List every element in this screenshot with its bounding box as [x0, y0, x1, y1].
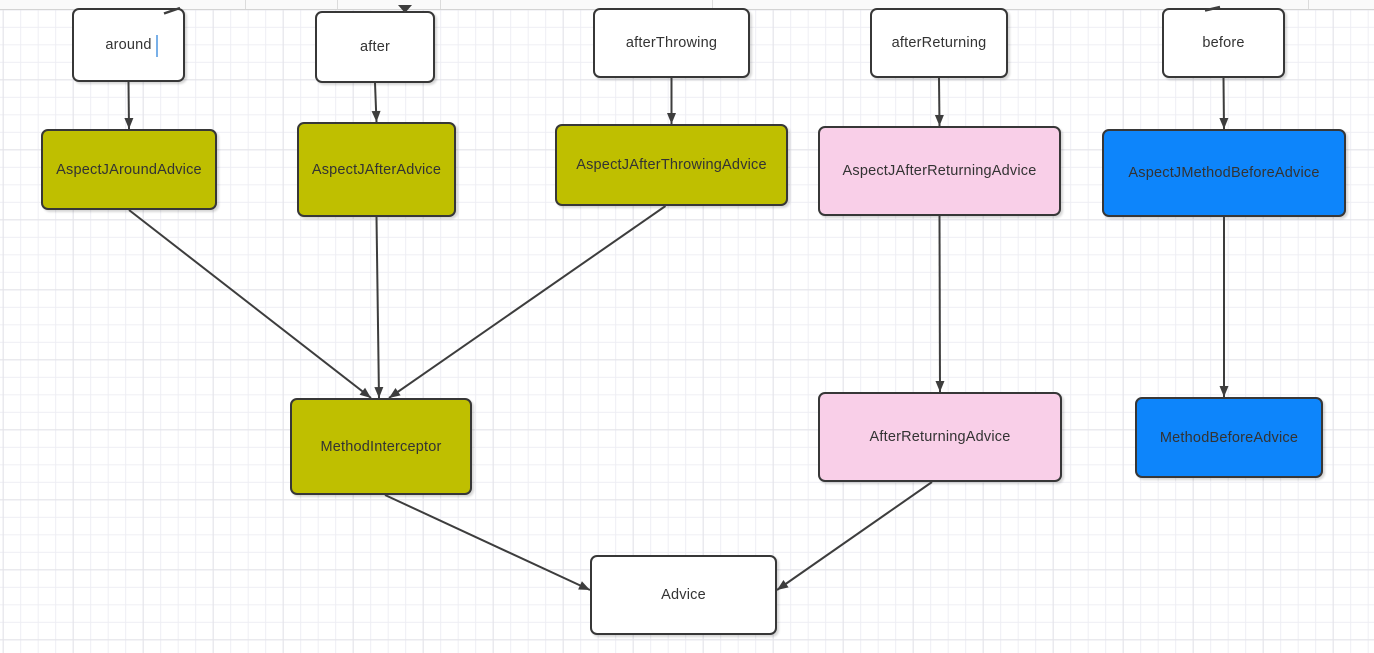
node-after[interactable]: after — [315, 11, 435, 83]
node-before[interactable]: before — [1162, 8, 1285, 78]
node-aspectj_around[interactable]: AspectJAroundAdvice — [41, 129, 217, 210]
node-around[interactable]: around — [72, 8, 185, 82]
drawing-canvas[interactable] — [0, 10, 1374, 653]
strip-separator — [245, 0, 246, 9]
node-after_throwing[interactable]: afterThrowing — [593, 8, 750, 78]
text-edit-caret — [156, 35, 158, 57]
edge-aspectj_around-to-method_interceptor[interactable] — [128, 209, 372, 399]
edge-stub — [163, 6, 181, 15]
node-label: AspectJAfterThrowingAdvice — [576, 157, 767, 173]
node-label: AspectJAfterAdvice — [311, 161, 442, 178]
node-label: afterThrowing — [625, 35, 718, 51]
node-aspectj_after_returning[interactable]: AspectJAfterReturningAdvice — [818, 126, 1061, 216]
edge-aspectj_after_returning-to-after_returning_advice[interactable] — [935, 215, 945, 393]
strip-separator — [440, 0, 441, 9]
node-advice[interactable]: Advice — [590, 555, 777, 635]
node-label: AfterReturningAdvice — [869, 429, 1011, 445]
edge-group — [124, 77, 1229, 591]
node-after_returning[interactable]: afterReturning — [870, 8, 1008, 78]
edge-stub — [1204, 5, 1221, 12]
node-after_returning_advice[interactable]: AfterReturningAdvice — [818, 392, 1062, 482]
edge-before-to-aspectj_method_before[interactable] — [1219, 77, 1229, 130]
edge-after_returning-to-aspectj_after_returning[interactable] — [934, 77, 944, 127]
node-aspectj_after_throwing[interactable]: AspectJAfterThrowingAdvice — [555, 124, 788, 206]
node-label: before — [1202, 35, 1245, 51]
strip-separator — [1308, 0, 1309, 9]
edge-aspectj_after_throwing-to-method_interceptor[interactable] — [388, 205, 667, 399]
node-label: AspectJAfterReturningAdvice — [842, 163, 1037, 179]
node-aspectj_after[interactable]: AspectJAfterAdvice — [297, 122, 456, 217]
node-label: AspectJMethodBeforeAdvice — [1128, 165, 1320, 181]
node-label: afterReturning — [891, 35, 987, 51]
node-method_interceptor[interactable]: MethodInterceptor — [290, 398, 472, 495]
node-label: MethodBeforeAdvice — [1159, 429, 1299, 446]
edge-around-to-aspectj_around[interactable] — [124, 81, 134, 130]
node-label: after — [359, 39, 390, 55]
edge-aspectj_after-to-method_interceptor[interactable] — [374, 216, 384, 399]
edge-after-to-aspectj_after[interactable] — [371, 82, 381, 123]
node-method_before_advice[interactable]: MethodBeforeAdvice — [1135, 397, 1323, 478]
edge-method_interceptor-to-advice[interactable] — [384, 494, 591, 591]
node-label: MethodInterceptor — [320, 438, 442, 455]
node-label: around — [105, 37, 152, 53]
strip-separator — [712, 0, 713, 9]
node-label: AspectJAroundAdvice — [56, 161, 202, 178]
node-aspectj_method_before[interactable]: AspectJMethodBeforeAdvice — [1102, 129, 1346, 217]
node-label: Advice — [661, 587, 706, 603]
edge-after_returning_advice-to-advice[interactable] — [776, 481, 933, 591]
strip-separator — [337, 0, 338, 9]
